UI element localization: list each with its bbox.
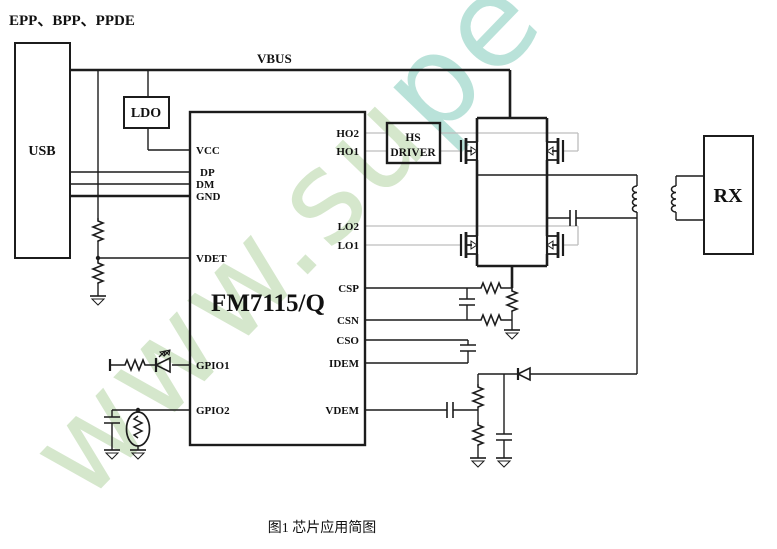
ground-symbol: [469, 457, 487, 468]
resistor-csn: [477, 314, 503, 326]
resistor-vdet-upper: [92, 217, 104, 243]
hs-driver-box: [385, 121, 442, 165]
pin-label-gpio2: GPIO2: [196, 405, 230, 417]
junction-dot: [95, 255, 101, 261]
resistor-sense: [506, 287, 518, 313]
rx-box: [703, 135, 754, 255]
resistor-vdem-upper: [472, 383, 484, 409]
capacitor-vdem-gnd: [495, 433, 513, 441]
ground-symbol: [495, 457, 513, 468]
power-wires: [70, 68, 549, 288]
pin-label-csp: CSP: [338, 283, 359, 295]
pin-label-gnd: GND: [196, 191, 221, 203]
pin-label-lo2: LO2: [338, 221, 360, 233]
resistor-csp: [477, 282, 503, 294]
watermark: www.supe: [2, 0, 570, 526]
pin-label-vcc: VCC: [196, 145, 220, 157]
capacitor-resonant: [569, 209, 577, 227]
gate-drive-routes: [365, 132, 579, 246]
usb-label: USB: [28, 144, 55, 159]
diode-vdem: [516, 366, 532, 382]
signal-wires: [70, 70, 704, 458]
junction-dot: [135, 407, 141, 413]
pin-label-dp: DP: [200, 167, 215, 179]
tx-coil: [631, 185, 638, 213]
ldo-box: [123, 96, 170, 129]
pin-label-ho2: HO2: [336, 128, 359, 140]
rx-label: RX: [714, 185, 743, 207]
pin-label-csn: CSN: [337, 315, 359, 327]
ground-symbol: [89, 295, 107, 306]
pin-label-vdet: VDET: [196, 253, 227, 265]
hs-driver-label-line1: HS: [405, 132, 420, 144]
chip-box: [188, 110, 367, 447]
pin-label-vdem: VDEM: [325, 405, 359, 417]
page-title: EPP、BPP、PPDE: [9, 13, 135, 29]
hs-driver-label-line2: DRIVER: [390, 147, 436, 159]
mosfet-low-side-right: [545, 230, 565, 260]
ground-symbol: [503, 329, 521, 340]
mosfet-high-side-right: [545, 136, 565, 166]
capacitor-vdem-series: [446, 401, 454, 419]
mosfet-low-side-left: [459, 230, 479, 260]
capacitor-cso: [459, 344, 477, 352]
ldo-label: LDO: [131, 106, 161, 121]
pin-label-ho1: HO1: [336, 146, 359, 158]
net-label-vbus: VBUS: [257, 51, 292, 66]
rx-coil: [670, 185, 677, 213]
capacitor-cs-filter: [458, 298, 476, 306]
pin-label-dm: DM: [196, 179, 215, 191]
pin-label-idem: IDEM: [329, 358, 360, 370]
pin-label-cso: CSO: [336, 335, 359, 347]
pin-label-gpio1: GPIO1: [196, 360, 230, 372]
chip-part-number: FM7115/Q: [211, 290, 325, 317]
pin-label-lo1: LO1: [338, 240, 359, 252]
resistor-vdet-lower: [92, 259, 104, 285]
usb-box: [14, 42, 71, 259]
figure-caption: 图1 芯片应用简图: [268, 519, 377, 536]
resistor-vdem-lower: [472, 421, 484, 447]
